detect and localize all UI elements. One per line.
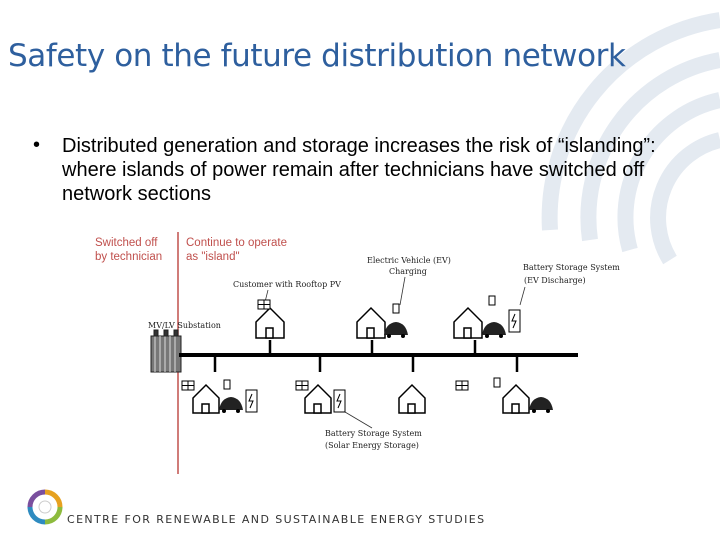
house-icon — [502, 383, 530, 414]
decorative-arcs — [541, 12, 720, 265]
ev-label-line-2: Charging — [389, 267, 427, 276]
electric-car-icon — [219, 397, 243, 413]
solar-panel-icon — [295, 380, 309, 391]
house-icon — [255, 306, 285, 339]
footer-organization-name: CENTRE FOR RENEWABLE AND SUSTAINABLE ENE… — [67, 513, 486, 526]
ev-label-line-1: Electric Vehicle (EV) — [367, 256, 451, 265]
island-line-2: as "island" — [186, 251, 240, 263]
house-icon — [192, 383, 220, 414]
solar-panel-icon — [455, 380, 469, 391]
solar-panel-icon — [257, 299, 271, 310]
electric-car-icon — [482, 322, 506, 338]
slide-title: Safety on the future distribution networ… — [8, 38, 626, 74]
solar-panel-icon — [181, 380, 195, 391]
electric-car-icon — [384, 322, 408, 338]
battery-top-label-line-2: (EV Discharge) — [524, 276, 586, 285]
bullet-text: Distributed generation and storage incre… — [62, 135, 656, 205]
battery-bottom-label-line-2: (Solar Energy Storage) — [325, 441, 419, 450]
switched-off-line-1: Switched off — [95, 237, 158, 249]
house-icon — [304, 383, 332, 414]
house-icon — [398, 383, 426, 414]
battery-icon — [245, 389, 258, 413]
island-line-1: Continue to operate — [186, 237, 288, 249]
house-icon — [356, 306, 386, 339]
charger-icon — [488, 295, 496, 306]
switched-off-line-2: by technician — [95, 251, 163, 263]
electric-car-icon — [529, 397, 553, 413]
substation-label: MV/LV Substation — [148, 321, 221, 330]
rooftop-pv-label: Customer with Rooftop PV — [233, 280, 341, 289]
charger-icon — [392, 303, 400, 314]
battery-bottom-label-line-1: Battery Storage System — [325, 429, 422, 438]
transformer-icon — [150, 329, 182, 373]
cress-logo-icon — [27, 489, 63, 525]
charger-icon — [223, 379, 231, 390]
island-annotation: Continue to operate as "island" — [186, 236, 287, 264]
charger-icon — [493, 377, 501, 388]
battery-top-label-line-1: Battery Storage System — [523, 263, 620, 272]
house-icon — [453, 306, 483, 339]
bullet-marker: • — [33, 134, 41, 156]
switched-off-annotation: Switched off by technician — [95, 236, 162, 264]
battery-icon — [508, 309, 521, 333]
battery-icon — [333, 389, 346, 413]
